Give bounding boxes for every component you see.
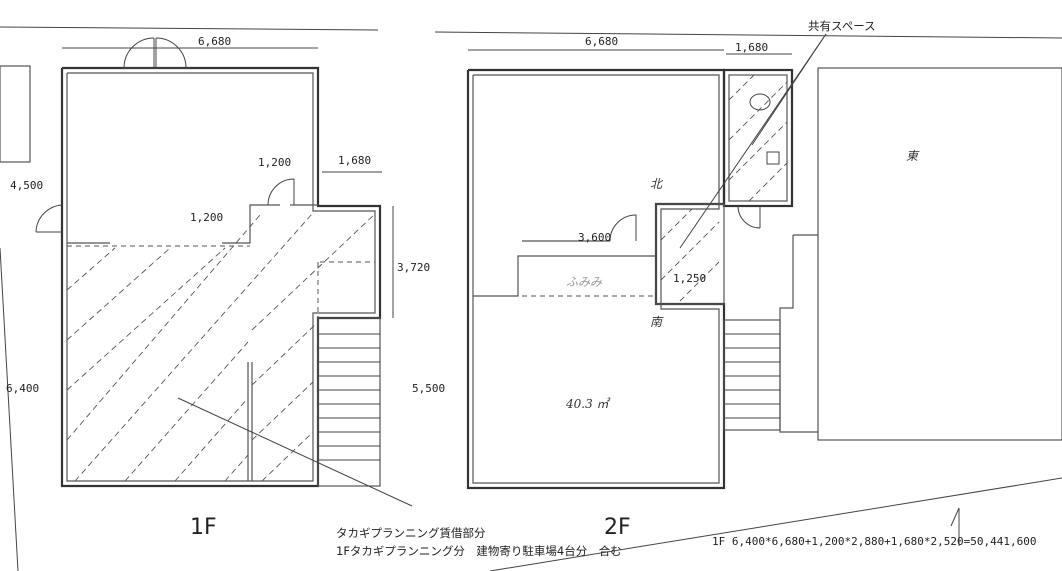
shared-space-hatch xyxy=(660,74,788,302)
second-floor-plan xyxy=(466,33,960,546)
first-floor-stairs xyxy=(317,317,381,487)
dim-1f-inner-width: 1,200 xyxy=(258,156,291,169)
dim-2f-small: 1,250 xyxy=(673,272,706,285)
dim-2f-mid-width: 3,600 xyxy=(578,231,611,244)
rental-part-label: タカギプランニング賃借部分 xyxy=(336,526,486,540)
handwritten-faint: ふみみ xyxy=(566,275,603,289)
floor-label-1f: 1F xyxy=(190,515,217,540)
area-formula: 1F 6,400*6,680+1,200*2,880+1,680*2,520=5… xyxy=(712,535,1037,548)
dim-2f-top-width: 6,680 xyxy=(585,35,618,48)
handwritten-area: 40.3 ㎡ xyxy=(565,397,612,411)
floor-label-2f: 2F xyxy=(604,515,631,540)
dim-1f-inner-step: 1,200 xyxy=(190,211,223,224)
handwritten-east: 東 xyxy=(906,149,920,163)
site-boundary-lines xyxy=(0,26,1062,571)
dim-1f-top-width: 6,680 xyxy=(198,35,231,48)
dim-2f-height: 5,500 xyxy=(412,382,445,395)
dim-2f-top-right: 1,680 xyxy=(735,41,768,54)
dim-1f-total-height: 6,400 xyxy=(6,382,39,395)
first-floor-rental-hatch xyxy=(66,213,376,482)
dim-1f-left-height: 4,500 xyxy=(10,179,43,192)
first-floor-note: 1Fタカギプランニング分 建物寄り駐車場4台分 合む xyxy=(336,544,622,558)
handwritten-north: 北 xyxy=(650,177,664,191)
dim-1f-right-height: 3,720 xyxy=(397,261,430,274)
second-floor-stairs xyxy=(723,319,781,431)
handwritten-south: 南 xyxy=(650,315,664,329)
first-floor-plan xyxy=(35,37,413,507)
shared-space-label: 共有スペース xyxy=(808,19,876,33)
dim-1f-side-right: 1,680 xyxy=(338,154,371,167)
